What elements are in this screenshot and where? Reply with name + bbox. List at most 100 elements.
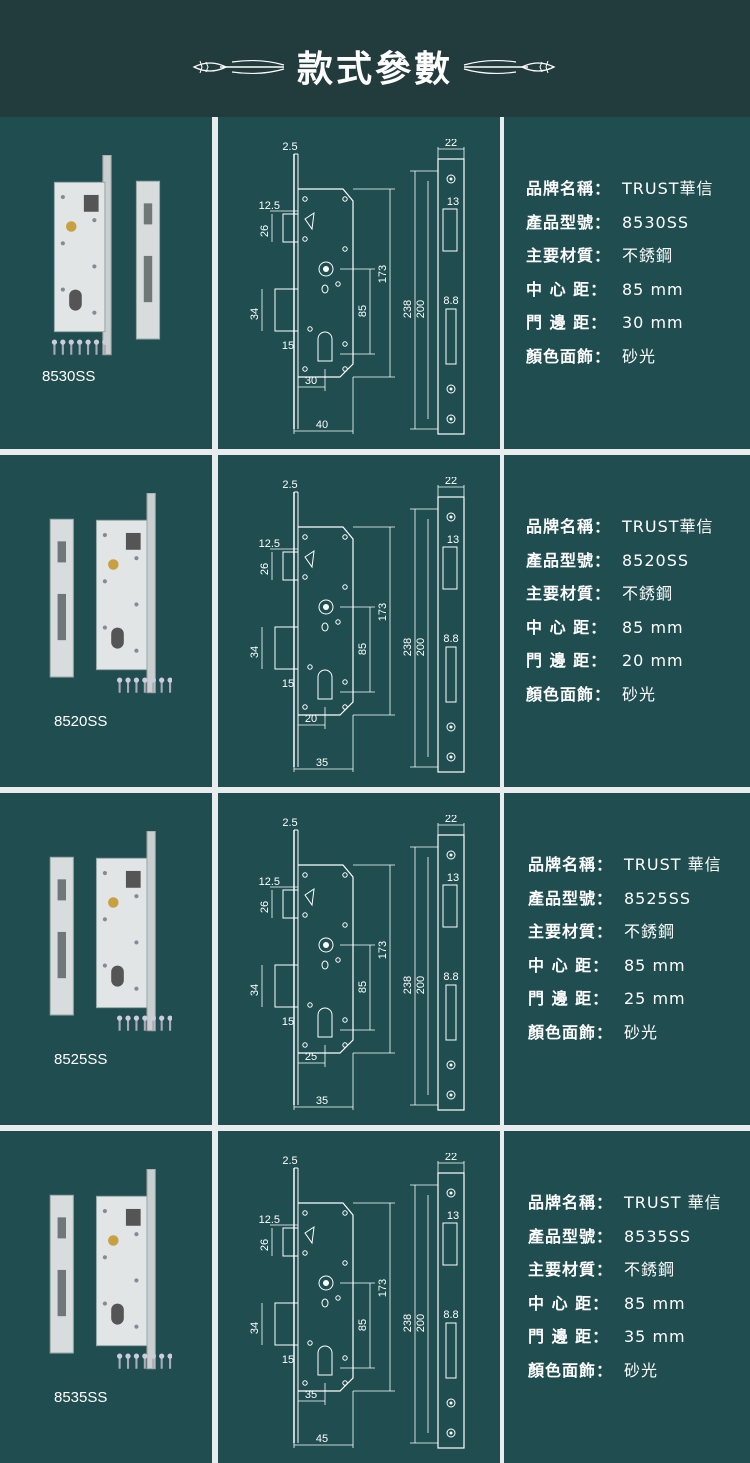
spec-value: TRUST 華信 (624, 1193, 722, 1212)
dimension-backset: 25 (305, 1051, 317, 1063)
diagram-panel (218, 455, 500, 787)
dimension-latch_h: 26 (259, 901, 271, 913)
spec-row: 主要材質：不銹鋼 (528, 918, 722, 952)
spec-row: 主要材質：不銹鋼 (526, 580, 714, 614)
spec-value: 35 mm (624, 1327, 686, 1346)
spec-key: 產品型號： (528, 888, 614, 908)
spec-value: 砂光 (622, 684, 657, 704)
spec-row: 產品型號：8520SS (526, 547, 714, 581)
dimension-center: 85 (357, 305, 369, 317)
dimension-plate_len: 238 (402, 300, 414, 318)
dimension-hole_dist: 200 (415, 638, 427, 656)
spec-row: 門 邊 距：30 mm (526, 309, 714, 343)
spec-key: 顏色面飾： (526, 346, 612, 366)
spec-key: 顏色面飾： (528, 1022, 614, 1042)
dimension-body: 173 (377, 1279, 389, 1297)
lock-product-photo (49, 1169, 172, 1370)
dimension-latch_h: 26 (259, 225, 271, 237)
spec-row: 中 心 距：85 mm (528, 1290, 722, 1324)
dimension-strike_bolt: 8.8 (443, 971, 458, 983)
spec-value: 85 mm (622, 279, 684, 299)
dimension-backset: 20 (305, 713, 317, 725)
diagram-panel (218, 1131, 500, 1463)
dimension-case_w: 35 (316, 1095, 328, 1107)
spec-value: 不銹鋼 (622, 246, 674, 265)
dimension-plate_len: 238 (402, 1314, 414, 1332)
dimension-bolt_offset: 15 (282, 340, 294, 352)
spec-key: 品牌名稱： (526, 179, 612, 198)
dimension-hole_dist: 200 (415, 300, 427, 318)
spec-key: 中 心 距： (528, 1293, 610, 1313)
spec-panel (504, 793, 750, 1125)
dimension-hole_dist: 200 (415, 1314, 427, 1332)
dimension-faceplate: 2.5 (282, 141, 297, 153)
dimension-center: 85 (357, 981, 369, 993)
dimension-bolt_h: 34 (249, 646, 261, 658)
spec-row: 顏色面飾：砂光 (526, 681, 714, 715)
spec-key: 產品型號： (526, 212, 612, 232)
spec-row: 門 邊 距：20 mm (526, 647, 714, 681)
spec-key: 產品型號： (528, 1226, 614, 1246)
spec-value: 砂光 (624, 1360, 659, 1380)
dimension-strike_latch: 13 (447, 196, 459, 208)
dimension-strike_w: 22 (445, 477, 457, 487)
dimension-strike_w: 22 (445, 815, 457, 825)
spec-key: 主要材質： (528, 922, 614, 941)
spec-row: 門 邊 距：25 mm (528, 985, 722, 1019)
spec-row: 品牌名稱： TRUST華信 (526, 175, 714, 209)
model-label: 8520SS (54, 713, 108, 730)
spec-panel (504, 455, 750, 787)
spec-row: 顏色面飾：砂光 (528, 1357, 722, 1391)
spec-key: 品牌名稱： (528, 1193, 614, 1212)
spec-value: 8530SS (622, 212, 690, 232)
dimension-case_w: 40 (316, 419, 328, 431)
dimension-strike_bolt: 8.8 (443, 633, 458, 645)
spec-row: 品牌名稱：TRUST華信 (526, 513, 714, 547)
dimension-faceplate: 2.5 (282, 817, 297, 829)
spec-row: 中 心 距： 85 mm (528, 952, 722, 986)
dimension-strike_w: 22 (445, 1153, 457, 1163)
dimension-plate_len: 238 (402, 638, 414, 656)
dimension-strike_w: 22 (445, 139, 457, 149)
spec-panel (504, 1131, 750, 1463)
dimension-latch_w: 12.5 (259, 538, 280, 550)
right-ornament-icon (463, 59, 556, 75)
dimension-case_w: 35 (316, 757, 328, 769)
spec-value: TRUST 華信 (624, 855, 722, 874)
spec-key: 中 心 距： (526, 617, 608, 637)
spec-key: 中 心 距： (528, 955, 610, 975)
diagram-panel (218, 117, 500, 449)
spec-value: 85 mm (624, 955, 686, 975)
dimension-latch_h: 26 (259, 1239, 271, 1251)
dimension-body: 173 (377, 941, 389, 959)
spec-row: 中 心 距：85 mm (526, 276, 714, 310)
lock-product-photo (51, 155, 161, 356)
spec-key: 門 邊 距： (526, 313, 608, 332)
dimension-latch_w: 12.5 (259, 1214, 280, 1226)
dimension-strike_latch: 13 (447, 872, 459, 884)
spec-key: 主要材質： (526, 246, 612, 265)
dimension-latch_w: 12.5 (259, 200, 280, 212)
dimension-hole_dist: 200 (415, 976, 427, 994)
spec-value: 砂光 (624, 1022, 659, 1042)
spec-panel (504, 117, 750, 449)
dimension-bolt_h: 34 (249, 1322, 261, 1334)
spec-value: 20 mm (622, 651, 684, 670)
spec-row: 顏色面飾：砂光 (526, 343, 714, 377)
model-label: 8525SS (54, 1051, 108, 1068)
spec-key: 門 邊 距： (528, 1327, 610, 1346)
model-label: 8535SS (54, 1389, 108, 1406)
spec-value: 8535SS (624, 1226, 692, 1246)
dimension-faceplate: 2.5 (282, 479, 297, 491)
model-label: 8530SS (42, 368, 96, 385)
spec-row: 門 邊 距： 35 mm (528, 1323, 722, 1357)
dimension-bolt_offset: 15 (282, 1354, 294, 1366)
spec-key: 品牌名稱： (526, 517, 612, 536)
dimension-center: 85 (357, 643, 369, 655)
spec-value: TRUST華信 (622, 179, 714, 198)
